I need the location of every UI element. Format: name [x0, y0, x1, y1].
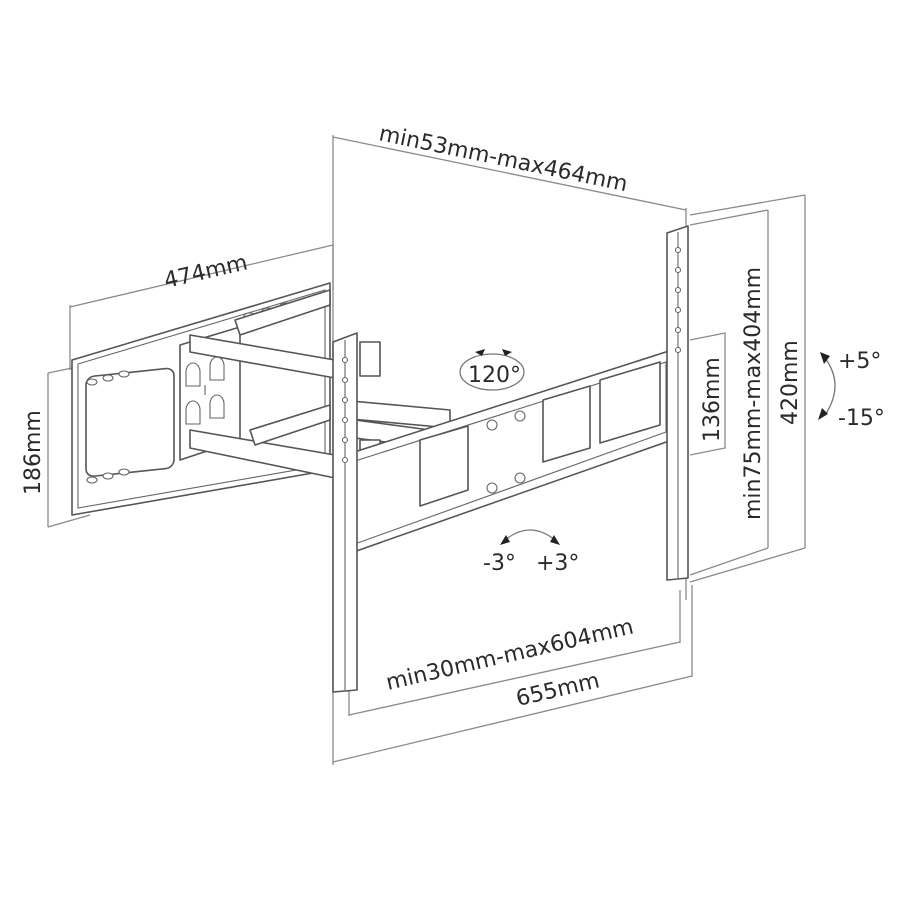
tilt-angle-indicator: +5° -15°: [818, 349, 885, 431]
wall-plate: [71, 282, 331, 516]
wall-plate-width-label: 474mm: [162, 250, 250, 293]
tv-bracket-height-label: 420mm: [778, 340, 803, 425]
swivel-angle-label: 120°: [468, 363, 521, 388]
tv-bracket-width-label: 655mm: [514, 668, 602, 711]
rail-holes: [341, 246, 682, 464]
center-bar-height-label: 136mm: [700, 357, 725, 442]
level-left-label: -3°: [483, 551, 516, 576]
wall-plate-height-label: 186mm: [21, 410, 46, 495]
tilt-up-label: +5°: [838, 349, 881, 374]
level-right-label: +3°: [536, 551, 579, 576]
hole-spacing-vertical-label: min75mm-max404mm: [741, 267, 766, 520]
swivel-angle-indicator: 120°: [459, 349, 525, 391]
tilt-down-label: -15°: [838, 406, 885, 431]
arm-extension-label: min53mm-max464mm: [377, 121, 630, 197]
level-angle-indicator: -3° +3°: [483, 529, 579, 576]
tv-bracket: [332, 225, 689, 693]
